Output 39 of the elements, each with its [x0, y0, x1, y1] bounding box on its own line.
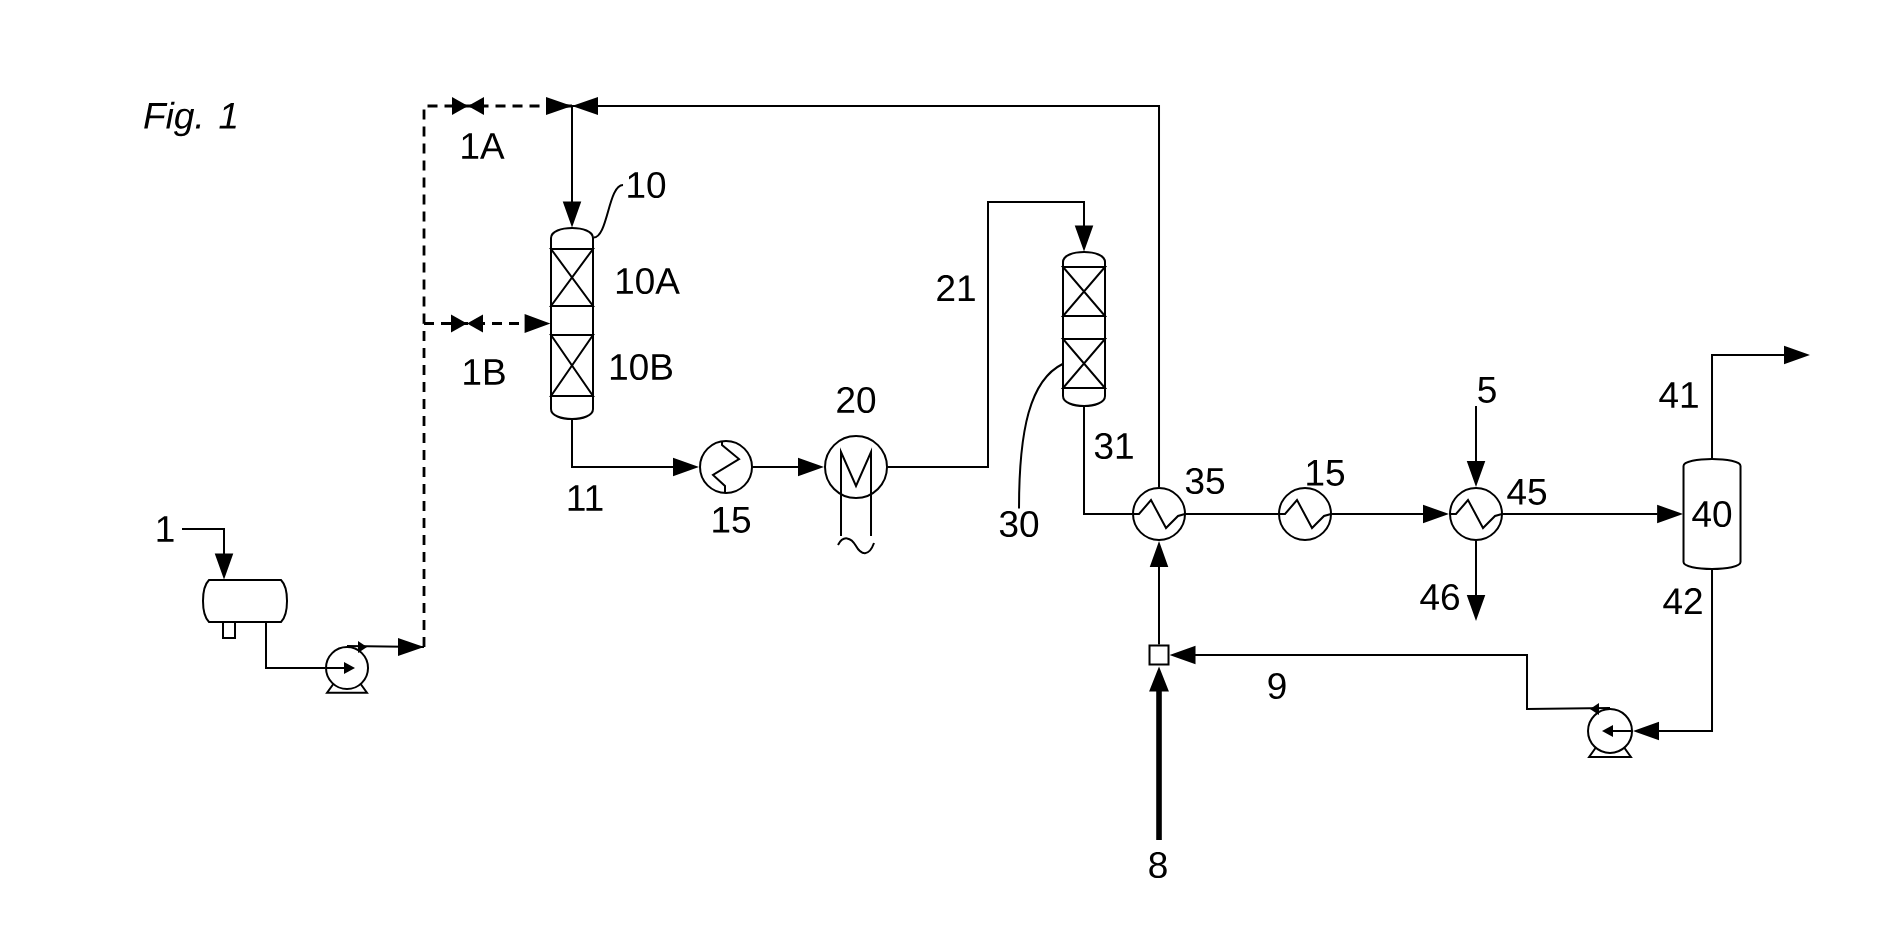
mixer-box [1148, 644, 1170, 666]
stream-number: 8 [1145, 849, 1171, 881]
stream-number: 1 [152, 514, 178, 544]
pump-symbol [1587, 703, 1633, 758]
equipment-number: 15 [1307, 460, 1345, 486]
heat-exchanger-symbol [1278, 487, 1332, 541]
flow-arrow [887, 201, 1094, 468]
stream-number: 42 [1660, 586, 1706, 616]
stream-number: 9 [1264, 670, 1290, 702]
stream-number: 31 [1091, 430, 1137, 462]
flow-line [1083, 405, 1133, 515]
flow-line [265, 621, 326, 669]
heater-symbol [824, 435, 888, 555]
heat-exchanger-symbol [699, 440, 753, 494]
stream-number: 5 [1474, 375, 1500, 405]
stream-number: 21 [933, 273, 979, 303]
vertical-vessel: 40 [1682, 458, 1742, 570]
callout-number: 10 [628, 171, 666, 199]
equipment-number: 15 [713, 507, 751, 533]
stream-number: 11 [563, 483, 607, 513]
equipment-number: 35 [1185, 467, 1225, 495]
figure-title: Fig. 1 [144, 101, 236, 137]
packed-column [549, 227, 595, 420]
heat-exchanger-symbol [1132, 487, 1186, 541]
stream-number: 46 [1417, 581, 1463, 613]
equipment-number: 45 [1507, 479, 1547, 505]
equipment-number: 20 [837, 386, 876, 414]
bed-label: 10A [616, 267, 680, 295]
leader-line [1018, 363, 1064, 510]
pump-symbol [325, 641, 369, 694]
leader-line [592, 184, 625, 239]
flow-arrow [571, 97, 1160, 488]
callout-number: 30 [999, 510, 1039, 538]
heat-exchanger-symbol [1449, 487, 1503, 541]
packed-column [1060, 251, 1108, 407]
stream-number: 41 [1656, 380, 1702, 410]
bed-label: 10B [610, 353, 672, 381]
horizontal-drum [202, 579, 288, 639]
flow-line [1185, 513, 1279, 515]
